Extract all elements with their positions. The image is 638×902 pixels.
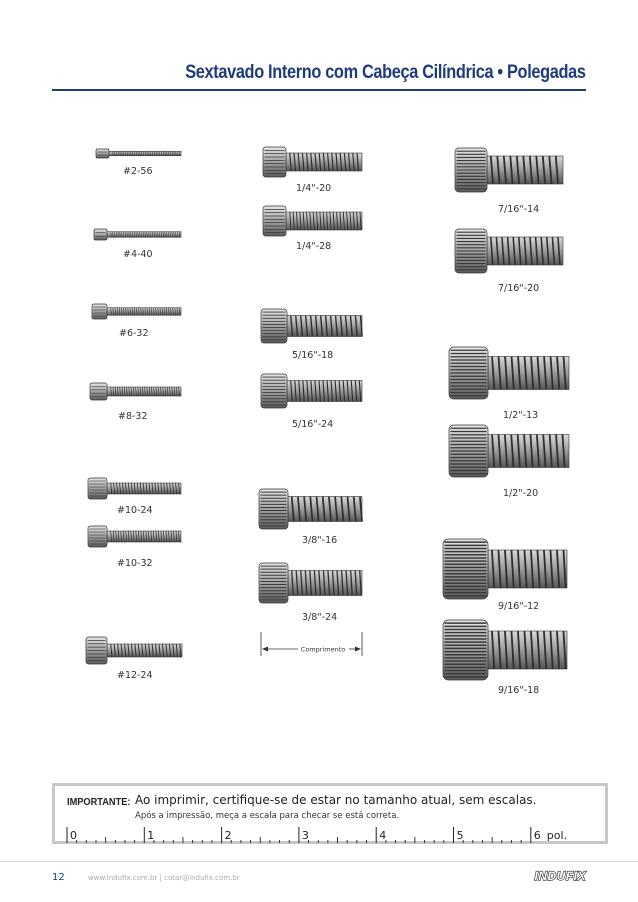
screw-label: #6-32	[119, 328, 149, 339]
screw-18	[442, 538, 568, 600]
screw-label: #8-32	[118, 411, 148, 422]
important-notice: IMPORTANTE: Ao imprimir, certifique-se d…	[52, 783, 608, 844]
footer-divider	[0, 861, 638, 862]
screw-head	[258, 562, 289, 604]
screw-head	[258, 488, 289, 530]
notice-title: IMPORTANTE:	[67, 796, 131, 808]
screw-label: 9/16"-12	[498, 601, 540, 612]
screw-17	[448, 424, 570, 478]
screw-label: 5/16"-24	[292, 419, 334, 430]
screw-12	[258, 488, 363, 530]
screw-head	[87, 477, 108, 500]
screw-label: 9/16"-18	[498, 685, 540, 696]
screw-label: 1/2"-20	[503, 488, 539, 499]
screw-16	[448, 346, 570, 400]
screw-head	[95, 148, 110, 159]
page-number: 12	[52, 872, 65, 883]
screw-head	[87, 525, 108, 548]
screw-label: #4-40	[123, 249, 153, 260]
brand-logo: INDUFIX	[534, 868, 586, 883]
screw-label: 5/16"-18	[292, 350, 334, 361]
screw-head	[260, 308, 288, 344]
notice-main-text: Ao imprimir, certifique-se de estar no t…	[135, 793, 537, 807]
screw-2	[93, 228, 182, 241]
screw-3	[91, 303, 182, 320]
screw-9	[262, 205, 363, 237]
screw-head	[262, 146, 287, 178]
screw-8	[262, 146, 363, 178]
screw-label: #12-24	[117, 670, 153, 681]
page-title: Sextavado Interno com Cabeça Cilíndrica …	[185, 62, 587, 83]
screw-label: 1/2"-13	[503, 410, 539, 421]
screw-label: 7/16"-20	[498, 283, 540, 294]
screw-11	[260, 373, 363, 409]
screw-head	[91, 303, 108, 320]
screw-4	[89, 382, 182, 401]
screw-1	[95, 148, 182, 159]
screw-15	[454, 228, 564, 274]
screw-7	[85, 636, 183, 665]
screw-label: 7/16"-14	[498, 204, 540, 215]
footer-contact: www.indufix.com.br | cotar@indufix.com.b…	[88, 874, 240, 882]
screw-head	[260, 373, 288, 409]
screw-head	[89, 382, 108, 401]
screw-19	[442, 619, 568, 681]
screw-label: 3/8"-24	[302, 612, 338, 623]
dimension-label: Comprimento	[301, 646, 345, 654]
screw-label: 1/4"-28	[296, 241, 332, 252]
screw-label: #10-32	[117, 558, 153, 569]
screw-head	[442, 538, 489, 600]
screw-6	[87, 525, 182, 548]
screw-10	[260, 308, 363, 344]
screw-head	[93, 228, 108, 241]
length-dimension: Comprimento	[260, 632, 363, 656]
screw-13	[258, 562, 363, 604]
screw-label: 3/8"-16	[302, 535, 338, 546]
screw-shank	[487, 434, 570, 468]
screw-label: 1/4"-20	[296, 183, 332, 194]
screw-shank	[106, 307, 182, 316]
screw-label: #2-56	[123, 166, 153, 177]
notice-sub-text: Após a impressão, meça a escala para che…	[135, 811, 400, 821]
title-divider	[52, 89, 586, 91]
screw-5	[87, 477, 182, 500]
screw-label: #10-24	[117, 505, 153, 516]
screw-14	[454, 147, 564, 193]
screw-head	[262, 205, 287, 237]
screw-head	[442, 619, 489, 681]
